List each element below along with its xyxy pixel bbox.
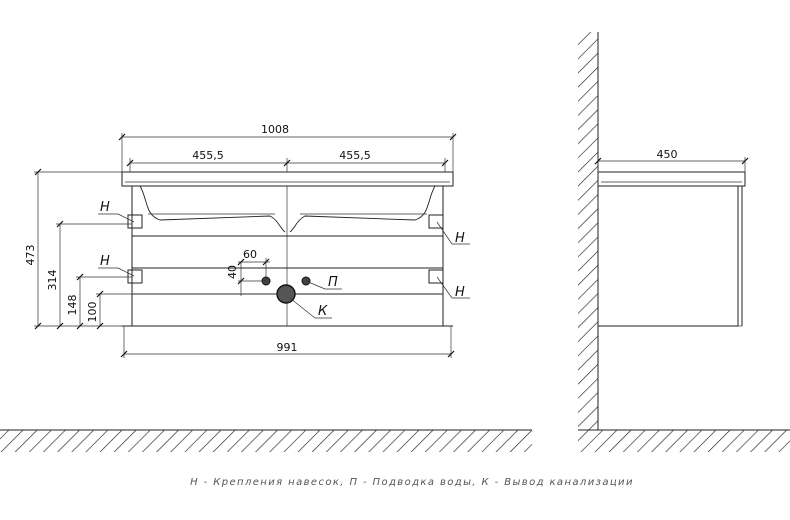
countertop [121, 171, 454, 187]
dim-height-drain: 100 [86, 302, 99, 323]
marker-water-label: П [328, 275, 338, 290]
legend-text: Н - Крепления навесок, П - Подводка воды… [190, 477, 634, 488]
mount-bracket [127, 214, 143, 229]
dim-height-lower: 148 [66, 295, 79, 316]
front-view [121, 171, 454, 327]
dimension-lines [34, 133, 457, 358]
basin-bowl-left [139, 185, 286, 233]
marker-drain-label: К [318, 304, 328, 319]
mount-bracket [127, 269, 143, 284]
marker-mount-label: Н [455, 231, 465, 246]
dim-depth: 450 [657, 148, 678, 161]
marker-mount-label: Н [455, 285, 465, 300]
marker-mount-label: Н [100, 200, 110, 215]
mount-bracket [428, 214, 444, 229]
dim-overall-width: 1008 [261, 123, 289, 136]
marker-mount-label: Н [100, 254, 110, 269]
drain-outlet [276, 284, 296, 304]
wall-hatch [578, 32, 599, 430]
dim-supply-x: 60 [243, 248, 257, 261]
dim-height-upper: 314 [46, 270, 59, 291]
dim-height-total: 473 [24, 245, 37, 266]
dim-supply-y: 40 [226, 265, 239, 279]
basin-bowl-right [289, 185, 436, 233]
dim-left-half: 455,5 [192, 149, 224, 162]
side-body [597, 185, 739, 327]
marker-leaders [98, 213, 470, 319]
dim-inner-width: 991 [277, 341, 298, 354]
dim-right-half: 455,5 [339, 149, 371, 162]
mount-bracket [428, 269, 444, 284]
floor-hatch [0, 429, 790, 452]
side-countertop [597, 171, 746, 187]
side-view [594, 157, 749, 327]
